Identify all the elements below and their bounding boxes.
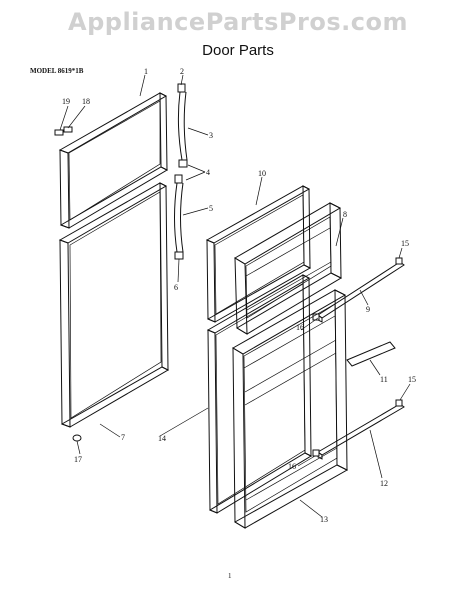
callout-4: 4 (206, 168, 210, 177)
callout-14: 14 (158, 434, 166, 443)
freezer-door-gasket (58, 92, 169, 229)
watermark: AppliancePartsPros.com (68, 8, 408, 36)
callout-13: 13 (320, 515, 328, 524)
callout-15b: 15 (408, 375, 416, 384)
callout-1: 1 (144, 67, 148, 76)
callout-5: 5 (209, 204, 213, 213)
callout-3: 3 (209, 131, 213, 140)
lower-door-liner-13 (232, 289, 349, 529)
shelf-bar-9 (312, 257, 405, 323)
shelf-bar-11 (346, 341, 396, 367)
clip-18-19 (54, 126, 73, 136)
lower-handle (174, 174, 184, 260)
callout-12: 12 (380, 479, 388, 488)
callout-16a: 16 (296, 323, 304, 332)
callout-7: 7 (121, 433, 125, 442)
callout-9: 9 (366, 305, 370, 314)
shelf-bar-12 (312, 399, 405, 460)
page-number: 1 (228, 572, 232, 580)
callout-8: 8 (343, 210, 347, 219)
callout-18: 18 (82, 97, 90, 106)
callouts: 1 2 3 4 5 6 7 8 9 10 11 12 13 14 15 15 1… (62, 67, 416, 524)
fresh-food-door-gasket (58, 182, 170, 428)
upper-door-liner-8 (234, 202, 343, 335)
callout-17: 17 (74, 455, 82, 464)
leader-lines (59, 74, 411, 518)
callout-6: 6 (174, 283, 178, 292)
callout-2: 2 (180, 67, 184, 76)
page-title: Door Parts (202, 42, 274, 59)
plug-17 (72, 434, 82, 442)
callout-15a: 15 (401, 239, 409, 248)
lower-door-gasket-14 (206, 274, 313, 514)
callout-11: 11 (380, 375, 388, 384)
model-number: MODEL 8619*1B (30, 67, 84, 75)
callout-16b: 16 (288, 462, 296, 471)
callout-10: 10 (258, 169, 266, 178)
upper-handle (177, 83, 188, 168)
callout-19: 19 (62, 97, 70, 106)
upper-door-gasket-10 (205, 185, 312, 323)
